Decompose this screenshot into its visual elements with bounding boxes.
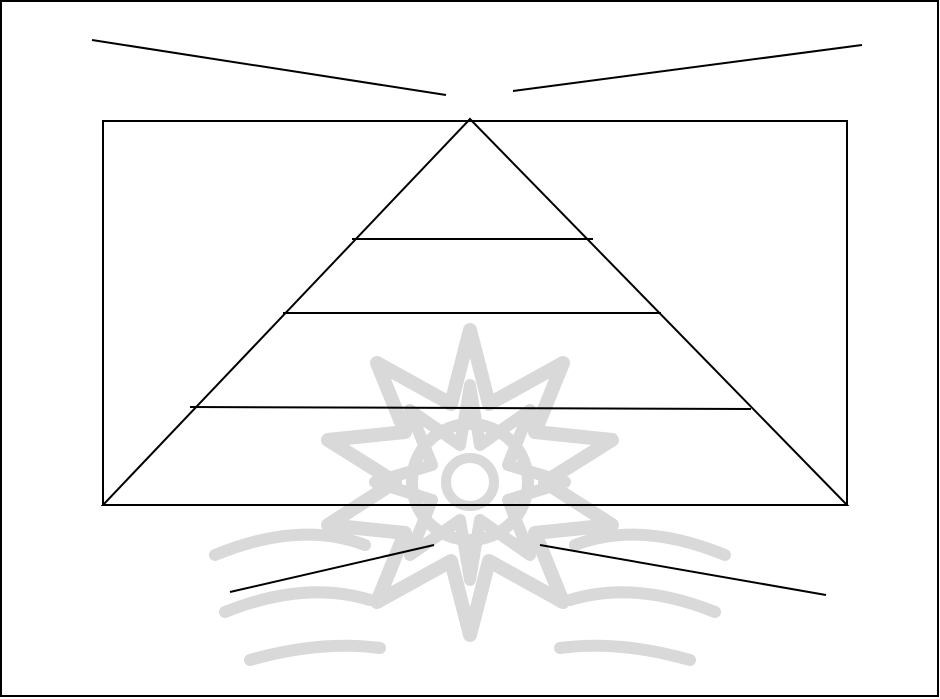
ornamental-watermark (215, 330, 725, 660)
pyramid-divider-3 (190, 407, 751, 409)
watermark-ring (412, 424, 528, 540)
watermark-center (446, 458, 494, 506)
watermark-petals-left (215, 535, 380, 660)
bottom-right-leader-line (540, 545, 826, 595)
top-left-leader-line (92, 40, 446, 95)
top-right-leader-line (513, 45, 862, 91)
